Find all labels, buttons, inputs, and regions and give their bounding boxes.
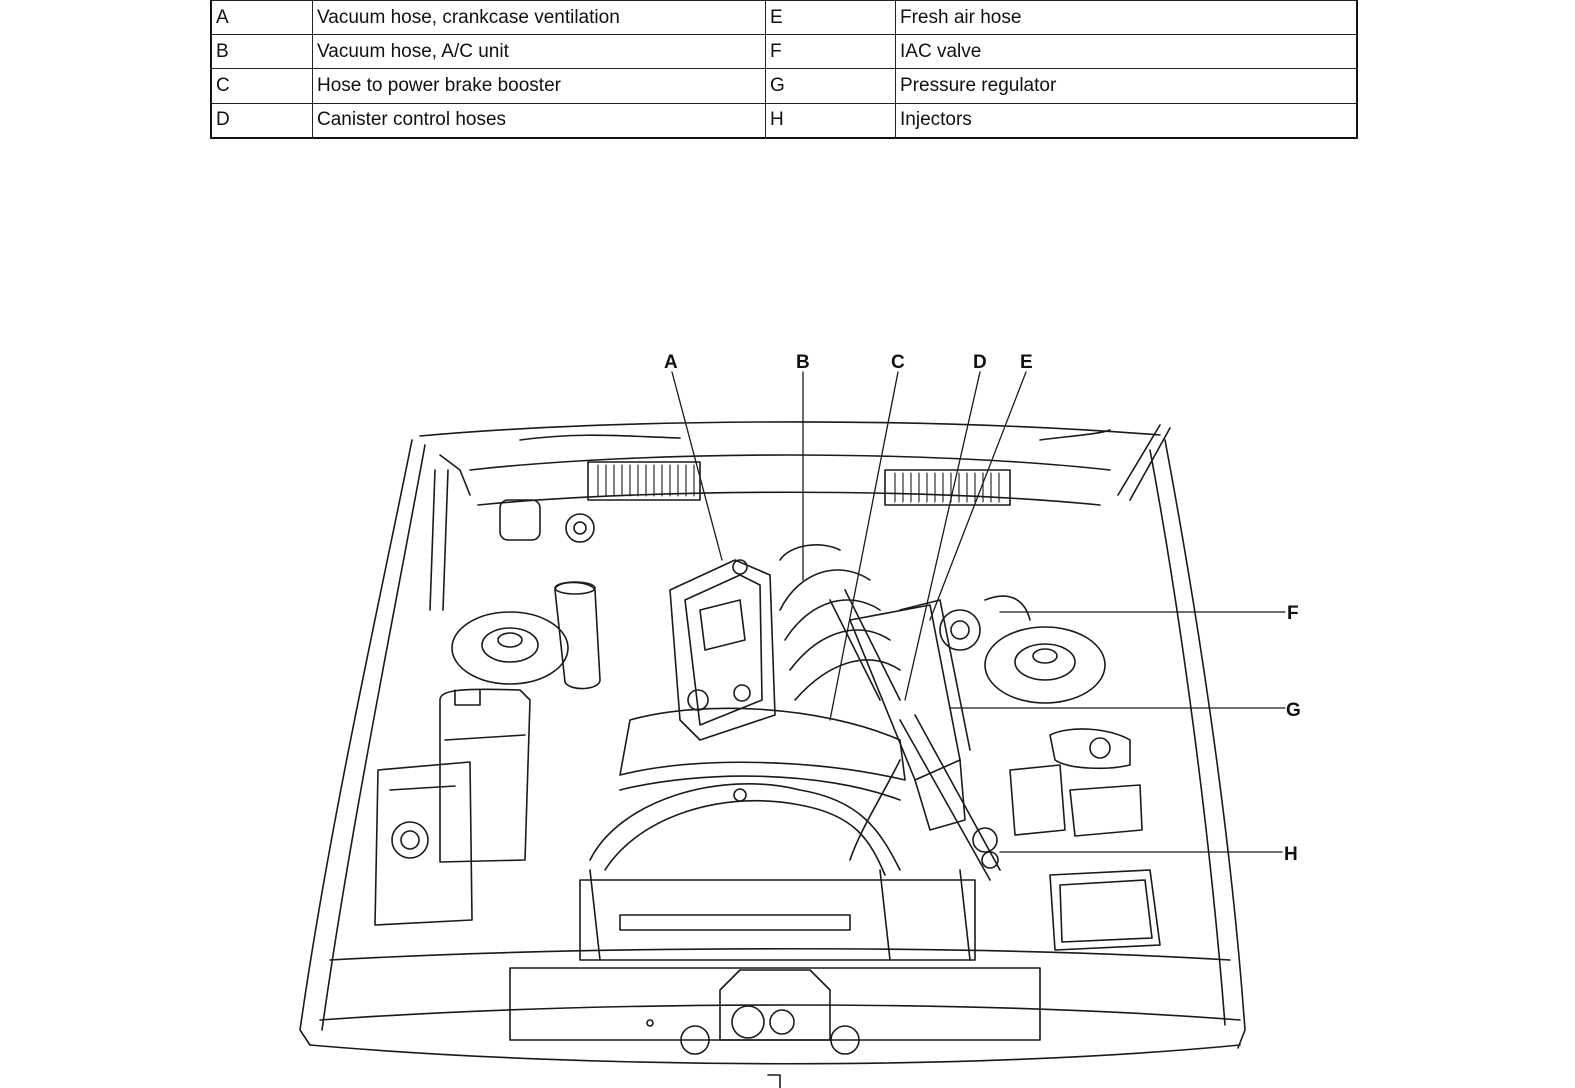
legend-row: A Vacuum hose, crankcase ventilation E F… [210,0,1358,36]
engine-block [619,559,906,802]
legend-key: C [210,68,313,104]
coolant-expansion-tank [439,688,531,863]
legend-key: F [765,34,896,70]
fuel-rail [899,714,1001,881]
hood-strut-left [429,454,471,611]
legend-label: Injectors [895,102,1358,139]
leader-c [829,371,899,721]
car-body-outline [299,421,1246,1049]
legend-label: Canister control hoses [312,102,766,139]
cowl-grille-slots [597,464,1000,503]
relay-box [1049,869,1161,951]
battery [374,761,473,926]
leader-e [929,371,1027,621]
bumper-lower [309,1044,1241,1065]
legend-label: IAC valve [895,34,1358,70]
legend-row: D Canister control hoses H Injectors [210,102,1358,139]
air-intake-duct [849,599,971,831]
callout-a: A [664,352,678,373]
callout-d: D [973,352,987,373]
legend-key: G [765,68,896,104]
ignition-module [1009,764,1143,837]
callout-g: G [1286,700,1301,721]
fuel-filter [554,581,601,690]
legend-label: Pressure regulator [895,68,1358,104]
callout-c: C [891,352,905,373]
callout-e: E [1020,352,1033,373]
leader-d [904,371,981,701]
leader-lines [671,371,1286,853]
callout-b: B [796,352,810,373]
front-crossmember [319,947,1241,1041]
radiator-hoses [589,759,901,876]
legend-label: Vacuum hose, A/C unit [312,34,766,70]
distributor [939,595,1031,651]
legend-key: E [765,0,896,36]
legend-label: Vacuum hose, crankcase ventilation [312,0,766,36]
leader-a [671,371,723,561]
legend-row: B Vacuum hose, A/C unit F IAC valve [210,34,1358,70]
callout-labels: A B C D E F G H [664,352,1301,865]
legend-row: C Hose to power brake booster G Pressure… [210,68,1358,104]
windshield-washer-motor [1049,728,1131,770]
legend-label: Hose to power brake booster [312,68,766,104]
strut-tower-left [451,611,569,685]
legend-key: H [765,102,896,139]
callout-f: F [1287,603,1299,624]
cowl-panel [469,454,1111,506]
hood-latch [646,969,860,1088]
legend-table: A Vacuum hose, crankcase ventilation E F… [210,0,1358,139]
radiator [579,869,976,961]
callout-h: H [1284,844,1298,865]
strut-tower-right [984,626,1106,704]
brake-fluid-reservoir [499,499,595,543]
intake-manifold [779,544,901,701]
